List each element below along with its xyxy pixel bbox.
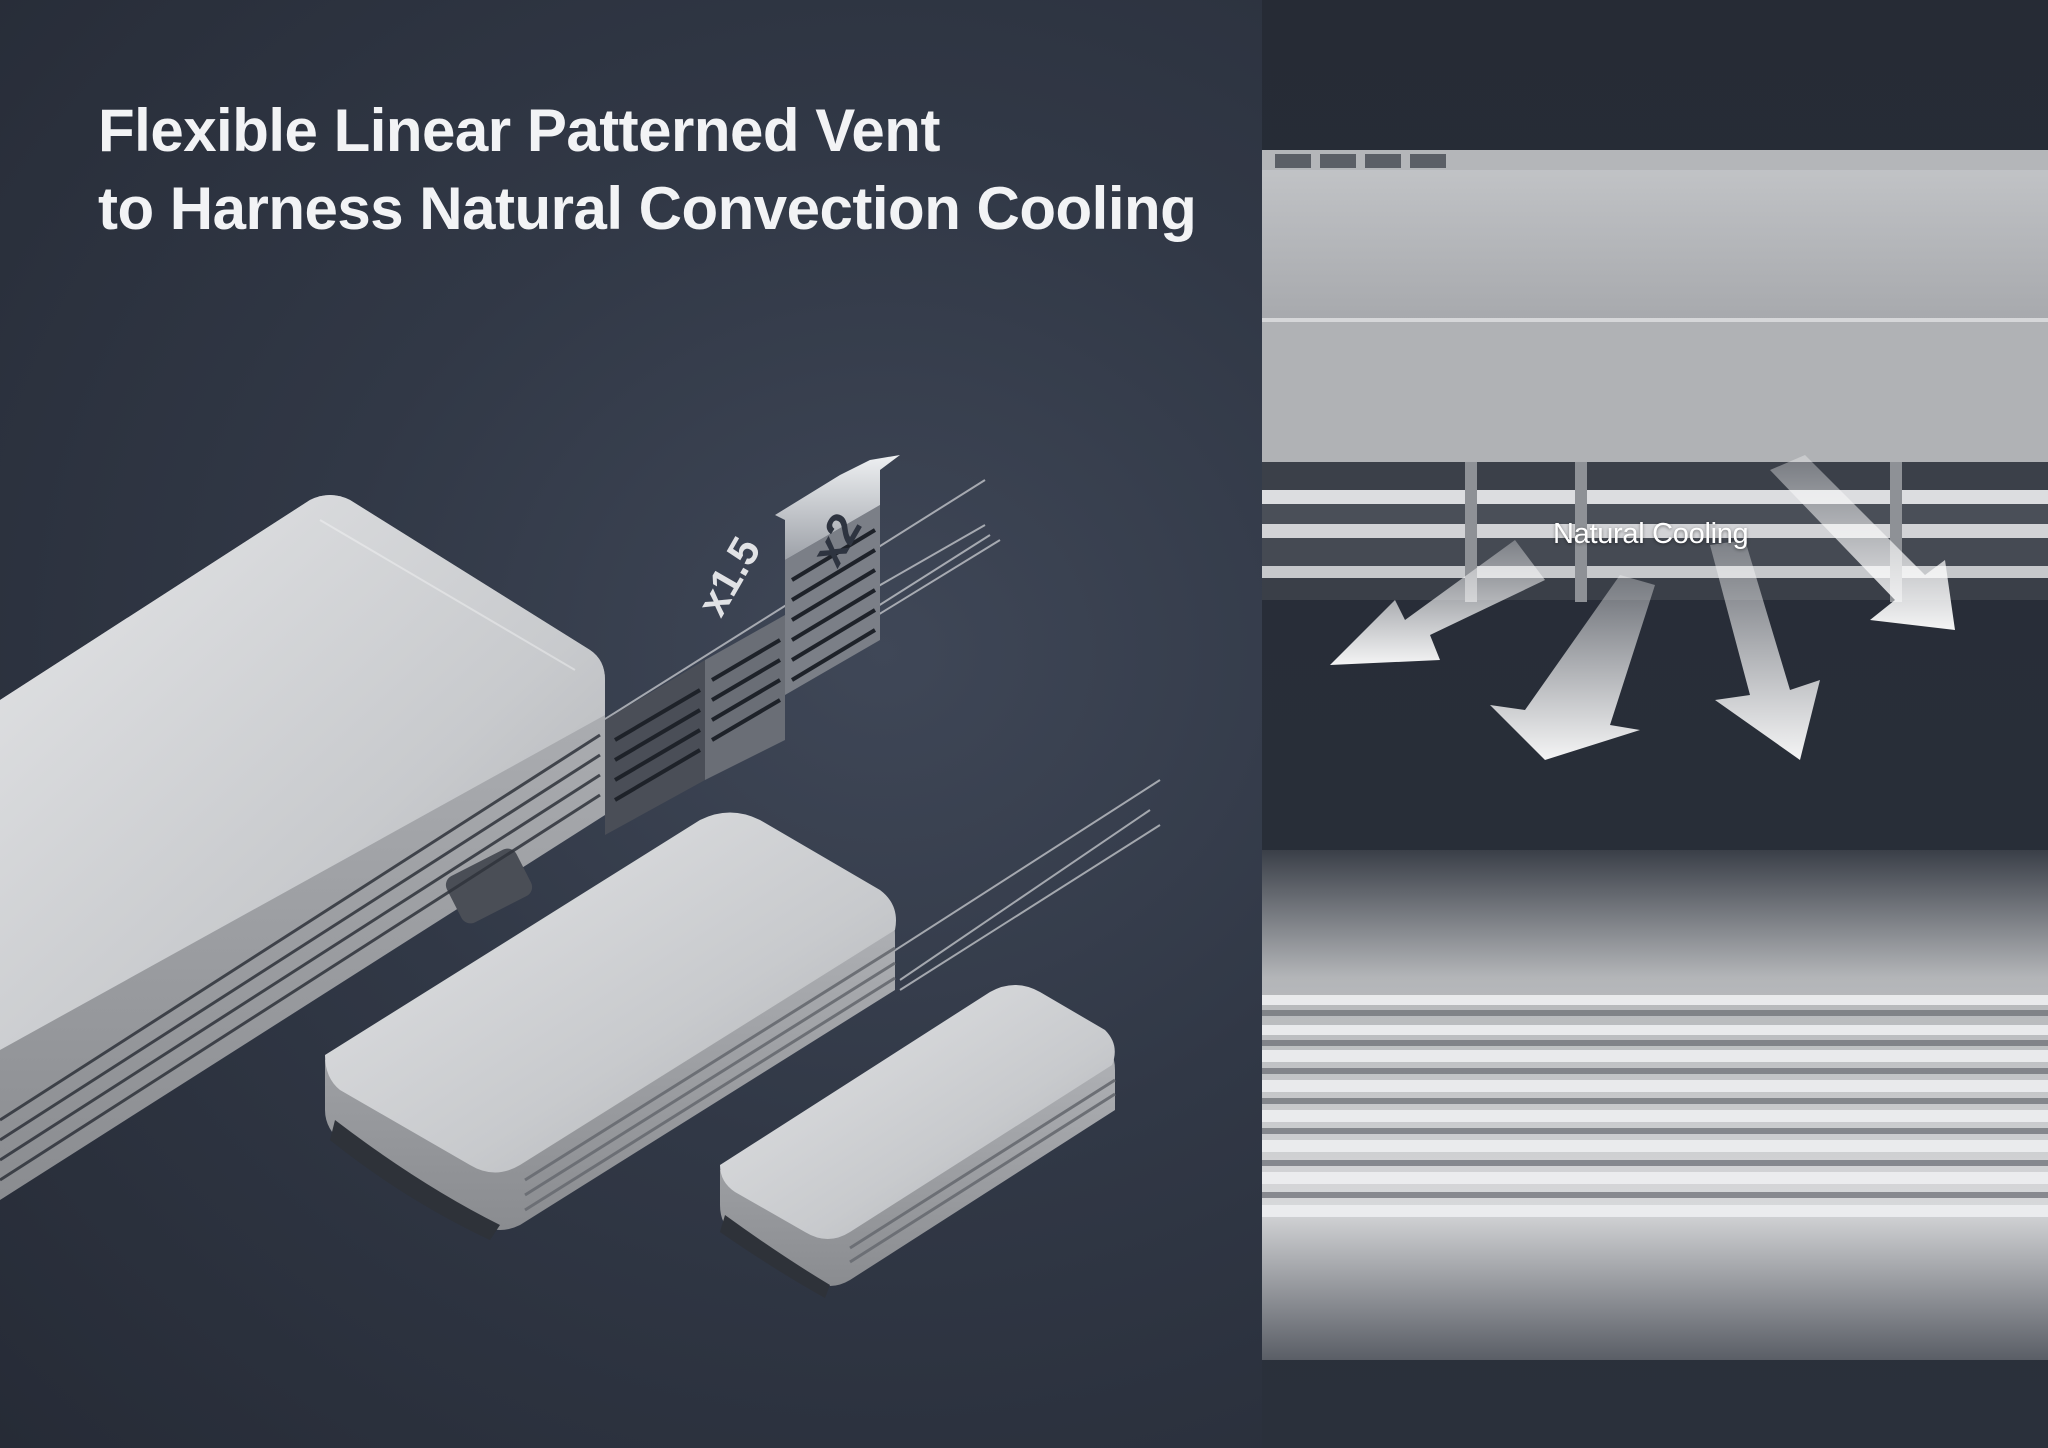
natural-cooling-caption: Natural Cooling bbox=[1553, 518, 1749, 550]
top-unit-closeup bbox=[1262, 150, 2048, 602]
large-device bbox=[0, 495, 605, 1200]
vent-comparison bbox=[605, 455, 900, 835]
headline-line-1: Flexible Linear Patterned Vent bbox=[98, 97, 940, 164]
headline: Flexible Linear Patterned Vent to Harnes… bbox=[98, 92, 1218, 248]
small-device bbox=[720, 985, 1116, 1298]
medium-device bbox=[325, 812, 896, 1240]
up-arrow-icon bbox=[775, 455, 900, 560]
bottom-vent-closeup bbox=[1262, 850, 2048, 1360]
airflow-arrow-icon bbox=[1330, 455, 1955, 760]
headline-line-2: to Harness Natural Convection Cooling bbox=[98, 175, 1197, 242]
